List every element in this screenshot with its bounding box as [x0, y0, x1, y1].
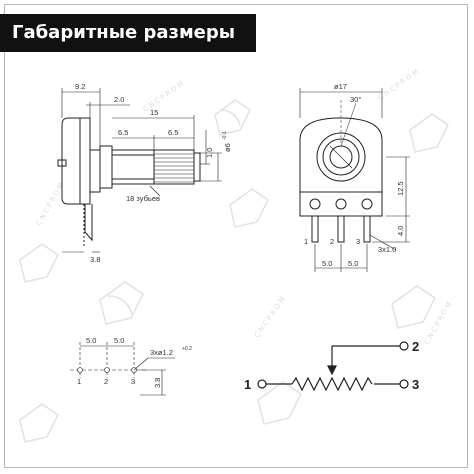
dim-shaft-length: 15	[150, 108, 158, 117]
watermark-text: CNCPROM	[423, 299, 455, 346]
fp-holes-tol: +0.2	[182, 346, 192, 352]
pin-label-1: 1	[304, 237, 308, 246]
front-view: ø17 30° 12.5 4.0 3x1.0 5.0 5.0 1 2 3	[299, 82, 410, 272]
dim-pitch-b: 5.0	[348, 259, 358, 268]
dim-height: 12.5	[396, 181, 405, 196]
dim-body-dia: ø17	[334, 82, 347, 91]
terminal-3: 3	[412, 377, 419, 392]
dim-shaft-dia: ø6	[223, 143, 232, 152]
dim-pin-height: 4.0	[396, 226, 405, 236]
dim-total-left: 9.2	[75, 82, 85, 91]
fp-pitch-b: 5.0	[114, 336, 124, 345]
dim-pin-length: 3.8	[90, 255, 100, 264]
watermark-text: CNCPROM	[253, 294, 288, 339]
dim-shaft-dia-tol: -0.1	[222, 131, 228, 140]
pin-label-2: 2	[330, 237, 334, 246]
fp-holes: 3xø1.2	[150, 348, 173, 357]
schematic: 1 2 3	[244, 339, 419, 392]
watermark: CNCPROM CNCPROM CNCPROM CNCPROM CNCPROM	[19, 67, 455, 443]
title-banner: Габаритные размеры	[0, 14, 256, 52]
dim-slot: 1.0	[205, 148, 214, 158]
image-frame	[4, 4, 468, 468]
dim-flange: 2.0	[114, 95, 124, 104]
page-title: Габаритные размеры	[12, 22, 236, 43]
side-view: 9.2 2.0 15 6.5 6.5 ø6 -0.1 1.0 18 зубьев…	[57, 82, 232, 264]
fp-offset: 3.8	[153, 378, 162, 388]
dim-angle: 30°	[350, 95, 361, 104]
terminal-2: 2	[412, 339, 419, 354]
fp-pitch-a: 5.0	[86, 336, 96, 345]
watermark-text: CNCPROM	[377, 67, 422, 102]
fp-pin-2: 2	[104, 377, 108, 386]
footprint-view: 5.0 5.0 3xø1.2 +0.2 3.8 1 2 3	[70, 336, 192, 396]
terminal-1: 1	[244, 377, 251, 392]
dim-segment-b: 6.5	[168, 128, 178, 137]
dim-pin-size: 3x1.0	[378, 245, 396, 254]
teeth-label: 18 зубьев	[126, 194, 160, 203]
watermark-text: CNCPROM	[142, 79, 187, 114]
fp-pin-1: 1	[77, 377, 81, 386]
dim-segment-a: 6.5	[118, 128, 128, 137]
dim-pitch-a: 5.0	[322, 259, 332, 268]
pin-label-3: 3	[356, 237, 360, 246]
fp-pin-3: 3	[131, 377, 135, 386]
